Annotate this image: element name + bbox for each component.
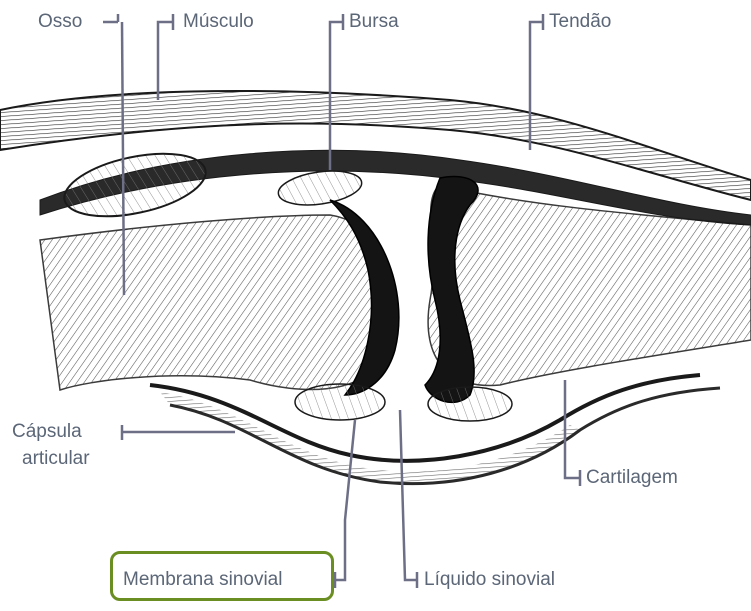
left-bone <box>40 215 394 390</box>
label-tendao: Tendão <box>549 11 611 33</box>
label-capsula-line1: Cápsula <box>12 421 82 443</box>
label-capsula-line2: articular <box>22 448 90 470</box>
label-osso: Osso <box>38 11 82 33</box>
muscle-lobe <box>59 143 211 228</box>
label-cartilagem: Cartilagem <box>586 467 678 489</box>
synovial-membrane-lobe <box>295 384 385 420</box>
bursa-sac <box>276 166 364 209</box>
label-musculo: Músculo <box>183 11 254 33</box>
label-bursa: Bursa <box>349 11 399 33</box>
label-liquido-sinovial: Líquido sinovial <box>424 569 555 591</box>
highlight-box <box>110 551 334 601</box>
synovial-membrane-lobe <box>428 387 512 421</box>
